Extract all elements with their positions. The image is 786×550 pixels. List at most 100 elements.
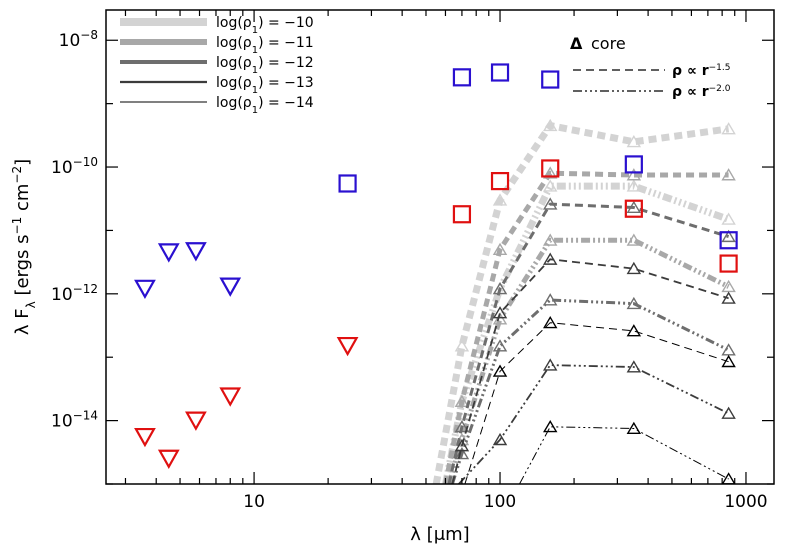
legend-entry: log(ρ1) = −13 [120,75,314,96]
square-marker [719,231,738,250]
square-marker [338,174,357,193]
core-marker [626,296,642,310]
core-marker [721,122,736,135]
core-marker [454,439,470,452]
core-marker [626,168,642,181]
square-marker [490,171,510,191]
legend-entry: log(ρ1) = −10 [120,15,314,36]
profile-label: ρ ∝ r−1.5 [672,63,731,79]
core-marker [626,179,642,192]
model-line [446,237,730,484]
core-marker [721,406,736,419]
core-marker [626,261,642,275]
core-marker [543,166,558,179]
core-marker [626,233,642,246]
triangle-down-marker [185,242,207,262]
core-marker [454,394,470,408]
core-marker [543,358,558,371]
core-marker [721,168,736,181]
core-marker [454,419,470,433]
model-line [458,364,729,484]
core-marker [626,324,642,337]
core-marker [492,312,508,325]
legend-profile: ρ ∝ r−2.0 [573,84,731,100]
core-marker [543,233,558,246]
core-marker [626,135,642,148]
y-tick-label: 10−12 [51,282,98,305]
triangle-down-marker [219,277,242,297]
triangle-down-marker [157,243,180,263]
legend-label: log(ρ1) = −13 [216,75,314,96]
model-line [442,182,730,484]
core-marker [543,293,558,306]
core-marker [721,343,736,356]
core-marker [454,446,470,460]
core-marker [492,193,508,206]
core-marker [721,212,736,225]
core-marker [492,339,508,352]
core-marker [721,279,736,293]
observation-series [338,63,738,250]
core-symbol: Δ [570,34,583,53]
core-marker [492,432,508,446]
legend-label: log(ρ1) = −12 [216,55,314,76]
x-tick-label: 1000 [724,492,767,512]
legend-label: log(ρ1) = −11 [216,35,314,56]
model-series [450,293,736,484]
model-series [464,315,736,484]
core-marker [454,339,470,352]
triangle-down-marker [185,411,207,431]
model-line [464,322,729,484]
y-axis-title: λ Fλ [ergs s−1 cm−2] [10,159,38,335]
legend-entry: log(ρ1) = −14 [120,95,314,116]
core-marker [492,242,508,256]
triangle-down-marker [157,449,180,470]
triangle-down-marker [219,387,242,407]
core-marker [626,360,642,373]
core-marker [721,354,736,368]
core-marker [543,252,558,265]
model-line [447,202,730,484]
triangle-down-marker [134,279,156,300]
core-marker [492,306,508,319]
core-marker [492,282,508,295]
y-tick-label: 10−14 [51,409,98,432]
square-marker [541,70,560,89]
square-marker [624,155,643,174]
core-marker [543,179,558,192]
square-marker [624,199,643,218]
legend-label: log(ρ1) = −14 [216,95,314,116]
square-marker [452,205,472,224]
square-marker [490,63,510,82]
model-curves [432,118,736,484]
core-marker [543,197,558,210]
x-axis-title: λ [μm] [410,524,469,545]
model-series [443,166,736,484]
model-series [458,358,736,484]
model-line [443,170,729,484]
square-marker [452,68,472,87]
core-marker [543,315,558,329]
observed-points [134,63,738,470]
core-label: core [591,34,626,53]
y-tick-label: 10−8 [59,28,98,51]
model-series [451,252,736,484]
core-marker [721,229,736,243]
triangle-down-marker [134,427,156,448]
profile-label: ρ ∝ r−2.0 [672,84,731,100]
model-series [447,197,736,484]
core-marker [492,364,508,377]
model-line [432,122,730,484]
plot-frame [105,9,775,485]
square-marker [719,254,738,273]
model-series [432,118,736,484]
x-tick-label: 10 [243,492,265,512]
square-marker [541,159,560,178]
core-marker [543,118,558,132]
legend-entry: log(ρ1) = −12 [120,55,314,76]
